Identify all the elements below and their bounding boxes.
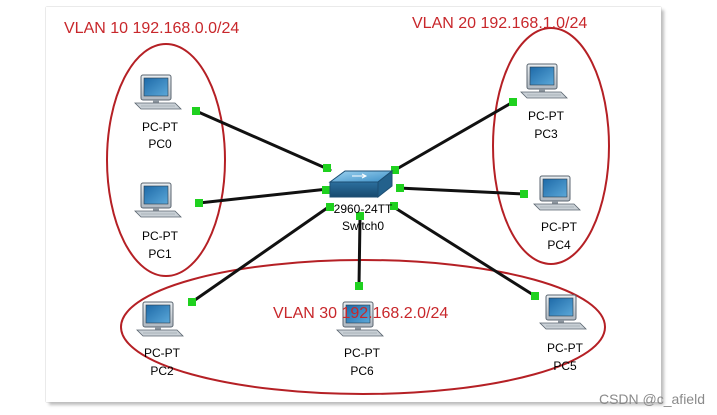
- switch0[interactable]: 2960-24TT Switch0: [328, 169, 394, 233]
- link-pc5-switch[interactable]: [390, 204, 537, 298]
- watermark-text: CSDN @c_afield: [599, 391, 705, 407]
- pc2[interactable]: PC-PT PC2: [136, 301, 184, 378]
- port-light: [326, 203, 334, 211]
- pc6-name-label: PC6: [350, 364, 374, 378]
- port-light: [391, 166, 399, 174]
- pc-icon: [533, 175, 581, 211]
- port-light: [520, 190, 528, 198]
- port-light: [322, 186, 330, 194]
- pc5[interactable]: PC-PT PC5: [539, 294, 587, 373]
- vlan30-label: VLAN 30 192.168.2.0/24: [273, 305, 448, 322]
- vlan30-ring: [120, 259, 606, 395]
- port-light: [356, 212, 364, 220]
- switch-name-label: Switch0: [342, 219, 384, 233]
- vlan20-label: VLAN 20 192.168.1.0/24: [412, 15, 587, 32]
- port-light: [396, 184, 404, 192]
- pc4-model-label: PC-PT: [541, 220, 578, 234]
- pc1-model-label: PC-PT: [142, 229, 179, 243]
- pc-icon: [520, 63, 568, 99]
- pc2-name-label: PC2: [150, 364, 174, 378]
- pc3[interactable]: PC-PT PC3: [520, 63, 568, 141]
- pc3-model-label: PC-PT: [528, 109, 565, 123]
- pc5-model-label: PC-PT: [547, 341, 584, 355]
- vlan10-ring: [106, 43, 226, 277]
- switch-model-label: 2960-24TT: [334, 202, 393, 216]
- links: [190, 100, 537, 304]
- pc4-name-label: PC4: [547, 238, 571, 252]
- link-pc6-switch[interactable]: [357, 216, 362, 288]
- pc4[interactable]: PC-PT PC4: [533, 175, 581, 252]
- pc0-name-label: PC0: [148, 137, 172, 151]
- pc5-name-label: PC5: [553, 359, 577, 373]
- link-pc3-switch[interactable]: [393, 100, 515, 172]
- port-light: [531, 292, 539, 300]
- pc1-name-label: PC1: [148, 247, 172, 261]
- pc2-model-label: PC-PT: [144, 346, 181, 360]
- port-light: [323, 164, 331, 172]
- vlan20-ring: [492, 27, 610, 265]
- vlan10-label: VLAN 10 192.168.0.0/24: [64, 20, 239, 37]
- pc-icon: [134, 74, 182, 110]
- pc-icon: [539, 294, 587, 330]
- pc6-model-label: PC-PT: [344, 346, 381, 360]
- port-indicators: [188, 98, 539, 306]
- pc6[interactable]: PC-PT PC6: [336, 301, 384, 378]
- link-pc1-switch[interactable]: [197, 187, 330, 205]
- link-pc2-switch[interactable]: [190, 204, 332, 304]
- pc0[interactable]: PC-PT PC0: [134, 74, 182, 151]
- link-pc0-switch[interactable]: [194, 109, 332, 172]
- pc-icon: [134, 182, 182, 218]
- pc-icon: [136, 301, 184, 337]
- port-light: [192, 107, 200, 115]
- pc0-model-label: PC-PT: [142, 120, 179, 134]
- port-light: [390, 202, 398, 210]
- pc3-name-label: PC3: [534, 127, 558, 141]
- port-light: [509, 98, 517, 106]
- port-light: [195, 199, 203, 207]
- port-light: [188, 298, 196, 306]
- link-pc4-switch[interactable]: [396, 186, 526, 196]
- port-light: [355, 282, 363, 290]
- pc1[interactable]: PC-PT PC1: [134, 182, 182, 261]
- switch-icon: [328, 169, 394, 199]
